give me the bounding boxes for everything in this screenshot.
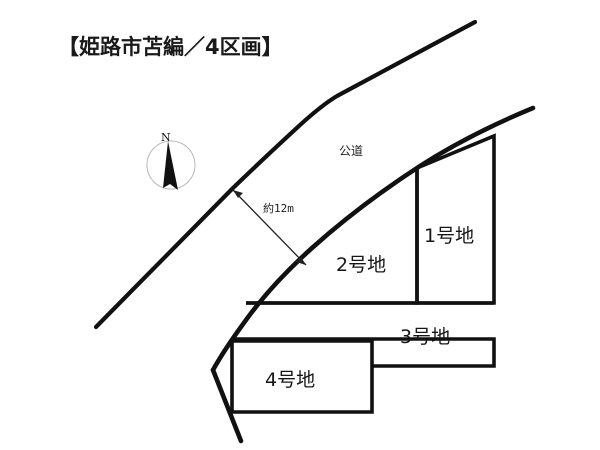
compass-north-label: N [161, 131, 171, 144]
road-width-dimension-label: 約12m [263, 202, 294, 215]
public-road-label: 公道 [339, 144, 364, 158]
road-lower-boundary-tail [210, 367, 244, 444]
compass-needle-icon [163, 141, 178, 190]
lot-3-outline[interactable] [234, 337, 496, 368]
road-lower-boundary-line [210, 105, 536, 373]
compass-circle [146, 140, 196, 190]
lot-2-outline[interactable] [246, 168, 419, 305]
lot-4-label[interactable]: 4号地 [265, 369, 316, 391]
compass-rose [146, 140, 196, 190]
road-upper-boundary-line [93, 19, 478, 330]
lot-1-label[interactable]: 1号地 [424, 225, 475, 247]
lot-3-label[interactable]: 3号地 [400, 326, 451, 348]
page-title: 【姫路市苫編／4区画】 [58, 35, 283, 59]
lot-4-outline[interactable] [230, 339, 374, 414]
dimension-arrow-12m [232, 189, 307, 266]
lot-2-label[interactable]: 2号地 [336, 254, 387, 276]
